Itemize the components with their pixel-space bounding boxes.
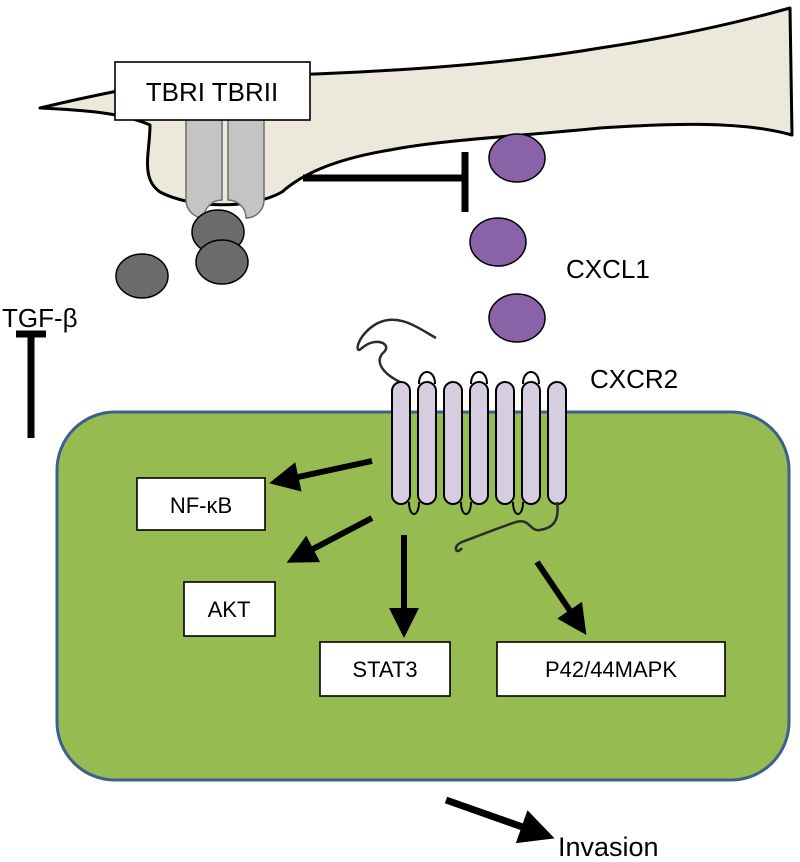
tgf-beta-ligands (115, 209, 249, 299)
cxcl1-molecule (488, 133, 546, 183)
tgf-beta-ligand (195, 239, 249, 285)
tgf-beta-label: TGF-β (2, 303, 78, 333)
invasion-label: Invasion (558, 832, 659, 862)
cxcr2-receptor (356, 318, 567, 553)
tgf-beta-receptor (185, 99, 265, 219)
cxcr2-helix (521, 381, 541, 505)
nfkb-box (136, 477, 266, 531)
mapk-label: P42/44MAPK (545, 657, 677, 682)
cxcr2-helix (417, 381, 437, 505)
invasion-arrow (444, 796, 555, 844)
cxcr2-helix (469, 381, 489, 505)
stat3-box (319, 641, 451, 697)
cxcr2-helix (443, 381, 463, 505)
stat3-label: STAT3 (352, 657, 417, 682)
cxcr2-helix (495, 381, 515, 505)
cxcl1-label: CXCL1 (566, 254, 650, 284)
cxcl1-molecule (488, 293, 546, 343)
arrow-to-akt (286, 515, 374, 563)
receptor-label-box (114, 61, 311, 121)
tgf-beta-ligand (115, 253, 169, 299)
cxcr2-helix (547, 381, 567, 505)
nfkb-label: NF-κB (170, 493, 232, 518)
cxcl1-molecule (469, 217, 527, 267)
arrow-to-nfkb (269, 458, 373, 492)
cxcr2-helix (391, 381, 411, 505)
tbrii-subunit (227, 99, 265, 219)
arrow-to-mapk (534, 560, 587, 635)
signaling-arrows (269, 458, 587, 638)
receptor-label: TBRI TBRII (146, 77, 278, 107)
akt-box (183, 581, 276, 637)
cxcr2-label: CXCR2 (590, 364, 678, 394)
cxcr2-n-terminus (356, 318, 437, 384)
cxcr2-c-terminus (454, 501, 559, 553)
cxcl1-chemokines (469, 133, 546, 343)
mapk-box (496, 641, 726, 697)
inhibition-symbol (303, 152, 469, 212)
akt-label: AKT (208, 597, 251, 622)
tgf-inhibition-symbol (16, 330, 46, 438)
cxcr2-loops (408, 371, 540, 515)
